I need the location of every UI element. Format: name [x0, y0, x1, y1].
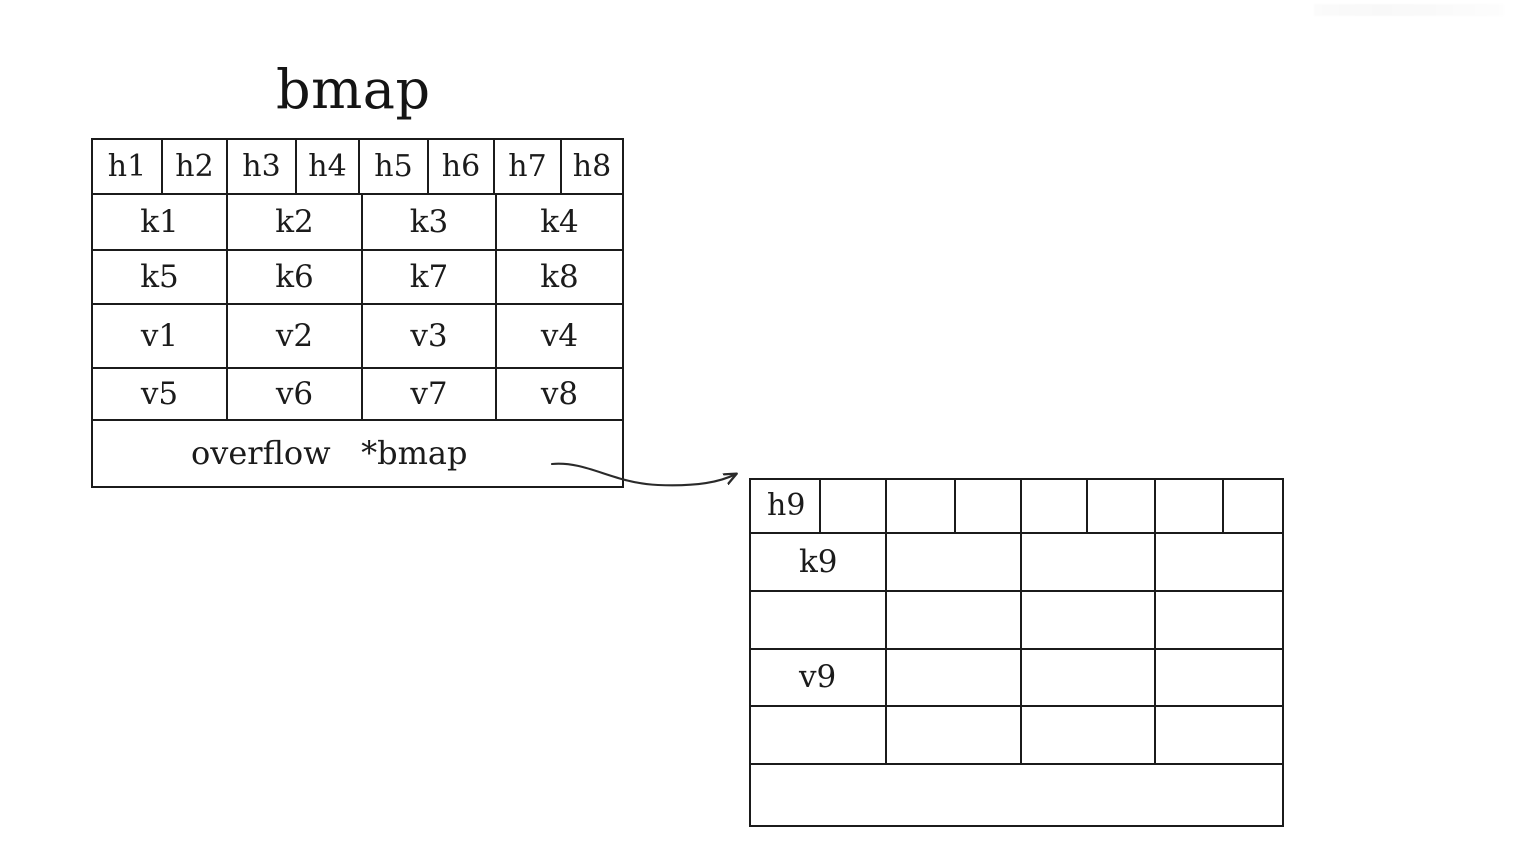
bmap2-value-cell-8: [1156, 707, 1282, 763]
bmap1-value-cell-v4: v4: [540, 317, 579, 354]
bmap2-value-cell-5: [751, 707, 887, 763]
bmap2-key-cell-3: [1022, 534, 1156, 590]
bmap1-tophash-cell-5: h5: [360, 140, 429, 193]
bmap2-value-cell-2: [887, 650, 1022, 705]
bmap1-key-cell-k6: k6: [228, 251, 363, 303]
bmap2-key-row-2: [751, 592, 1282, 650]
bmap2-overflow-row: [751, 765, 1282, 829]
bmap2-key-cell-7: [1022, 592, 1156, 648]
bmap2-value-cell-3: [1022, 650, 1156, 705]
bmap1-value-cell-v2: v2: [228, 305, 363, 367]
bmap1-value-row-2: v5 v6 v7 v8: [93, 369, 622, 421]
bmap2-value-cell-7: [1022, 707, 1156, 763]
bmap2-key-cell-6: [887, 592, 1022, 648]
bmap2-key-row-1: k9: [751, 534, 1282, 592]
bmap1-tophash-cell-4: h4: [297, 140, 360, 193]
bmap1-tophash-cell-3: h3: [228, 140, 297, 193]
bmap1-key-cell-k5: k5: [93, 251, 228, 303]
bmap2-tophash-cell-5: [1022, 480, 1088, 532]
bmap2-tophash-cell-6: [1088, 480, 1156, 532]
bmap1-key-cell-k8: k8: [540, 258, 579, 295]
overflow-pointer-label: overflow *bmap: [191, 434, 468, 472]
top-right-artifact: [1314, 4, 1504, 16]
bmap1-key-cell-k7: k7: [363, 251, 497, 303]
bmap-primary-table: h1 h2 h3 h4 h5 h6 h7 h8 k1 k2 k3 k4 k5 k…: [91, 138, 624, 488]
bmap1-value-cell-v8: v8: [540, 375, 579, 412]
bmap1-tophash-cell-7: h7: [495, 140, 562, 193]
bmap2-key-cell-5: [751, 592, 887, 648]
bmap2-tophash-cell-8: [1224, 480, 1282, 532]
bmap1-value-cell-v5: v5: [93, 369, 228, 419]
bmap1-key-cell-k3: k3: [363, 195, 497, 249]
bmap2-value-cell-v9: v9: [751, 650, 887, 705]
bmap2-value-row-2: [751, 707, 1282, 765]
bmap2-value-row-1: v9: [751, 650, 1282, 707]
bmap1-value-cell-v1: v1: [93, 305, 228, 367]
bmap1-tophash-row: h1 h2 h3 h4 h5 h6 h7 h8: [93, 140, 622, 195]
bmap2-key-cell-8: [1156, 592, 1282, 648]
bmap2-key-cell-4: [1156, 534, 1282, 590]
bmap1-key-cell-k1: k1: [93, 195, 228, 249]
bmap1-tophash-cell-8: h8: [572, 148, 612, 184]
page-title: bmap: [276, 58, 431, 121]
bmap2-value-cell-4: [1156, 650, 1282, 705]
bmap1-value-cell-v7: v7: [363, 369, 497, 419]
bmap2-tophash-cell-1: h9: [751, 480, 821, 532]
bmap1-key-cell-k4: k4: [540, 203, 579, 240]
bmap2-tophash-row: h9: [751, 480, 1282, 534]
bmap-overflow-table: h9 k9 v9: [749, 478, 1284, 827]
bmap1-key-row-2: k5 k6 k7 k8: [93, 251, 622, 305]
bmap2-key-cell-2: [887, 534, 1022, 590]
bmap1-value-row-1: v1 v2 v3 v4: [93, 305, 622, 369]
bmap1-key-row-1: k1 k2 k3 k4: [93, 195, 622, 251]
bmap1-tophash-cell-6: h6: [429, 140, 495, 193]
bmap1-tophash-cell-1: h1: [93, 140, 163, 193]
bmap2-tophash-cell-4: [956, 480, 1022, 532]
bmap2-tophash-cell-7: [1156, 480, 1224, 532]
bmap2-key-cell-k9: k9: [751, 534, 887, 590]
bmap1-tophash-cell-2: h2: [163, 140, 228, 193]
bmap1-value-cell-v3: v3: [363, 305, 497, 367]
bmap2-tophash-cell-3: [887, 480, 956, 532]
bmap2-value-cell-6: [887, 707, 1022, 763]
bmap1-value-cell-v6: v6: [228, 369, 363, 419]
bmap1-key-cell-k2: k2: [228, 195, 363, 249]
bmap2-tophash-cell-2: [821, 480, 887, 532]
bmap1-overflow-row: overflow *bmap: [93, 421, 622, 485]
